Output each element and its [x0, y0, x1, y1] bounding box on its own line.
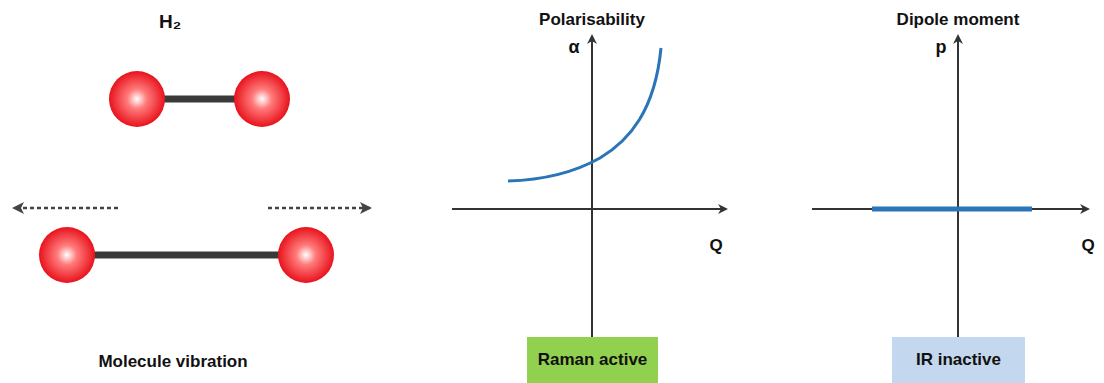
- axis-label: Q: [709, 236, 722, 256]
- polarisability-axes: [452, 36, 726, 340]
- axis-label: p: [936, 37, 947, 58]
- chart-title: Polarisability: [539, 10, 645, 30]
- molecule-stretched: [14, 208, 370, 283]
- molecule-rest: [109, 71, 290, 127]
- figure-caption: Molecule vibration: [98, 352, 247, 372]
- chart-title: Dipole moment: [897, 10, 1020, 30]
- ir-badge: IR inactive: [892, 337, 1025, 383]
- badge-text: Raman active: [538, 350, 648, 370]
- badge-text: IR inactive: [916, 350, 1001, 370]
- axis-label: α: [568, 37, 579, 58]
- axis-label: Q: [1081, 236, 1094, 256]
- raman-badge: Raman active: [527, 337, 658, 383]
- molecule-formula: H₂: [159, 11, 181, 33]
- dipole-axes: [812, 36, 1088, 340]
